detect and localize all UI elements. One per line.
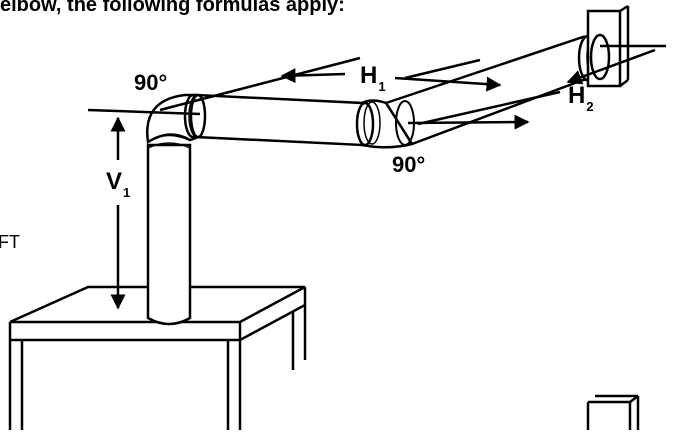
horizontal-pipe-h1 <box>189 93 364 147</box>
angle-label-middle: 90° <box>392 152 426 177</box>
h2-label-sub: 2 <box>586 99 594 114</box>
h1-label-sub: 1 <box>378 79 386 94</box>
h2-dimension <box>407 44 666 130</box>
heading-text: elbow, the following formulas apply: <box>0 0 345 16</box>
h1-label: H1 <box>360 62 386 94</box>
h1-dimension <box>159 56 502 112</box>
h1-label-main: H <box>360 62 378 89</box>
h2-label-main: H <box>568 82 586 109</box>
small-box-bottom-right <box>586 394 640 430</box>
v1-label-main: V <box>106 168 123 195</box>
angle-label-top-left: 90° <box>134 70 168 95</box>
v1-label: V1 <box>106 168 130 200</box>
v1-label-sub: 1 <box>123 185 131 200</box>
vertical-pipe <box>146 133 192 326</box>
v1-dimension <box>87 108 201 310</box>
partial-left-text: FT <box>0 232 20 252</box>
h2-label: H2 <box>568 82 594 114</box>
